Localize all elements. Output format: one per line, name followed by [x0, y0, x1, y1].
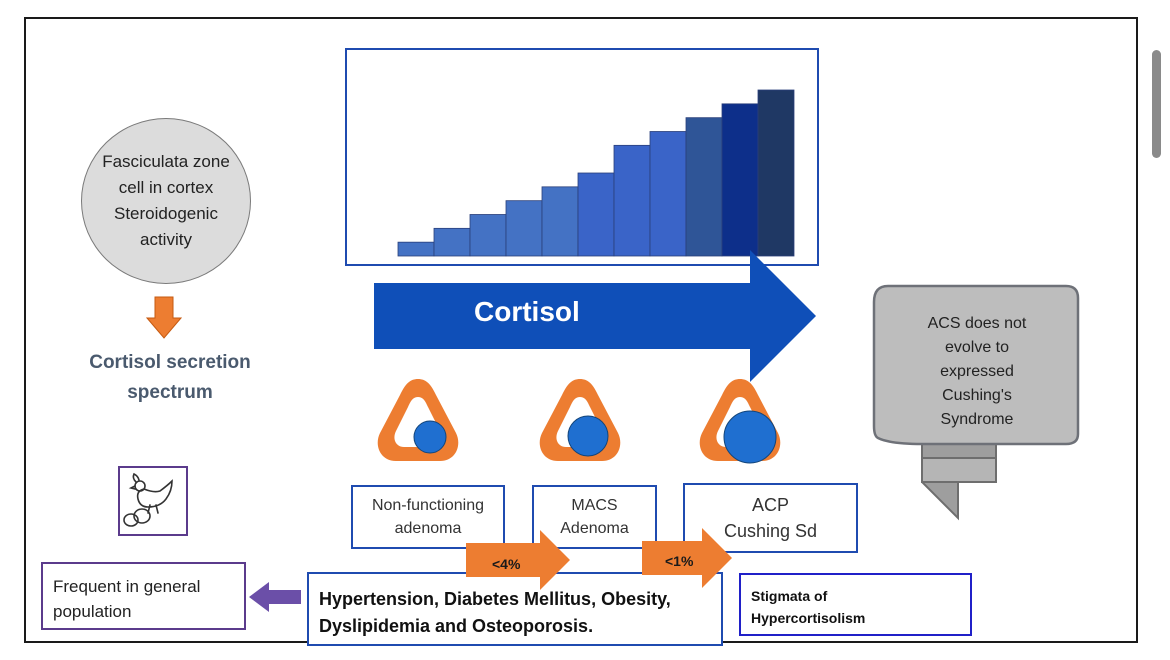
bar-11: [757, 89, 795, 257]
comorbidities-line: Hypertension, Diabetes Mellitus, Obesity…: [319, 589, 671, 609]
callout-shape: [872, 284, 1080, 521]
bar-10: [721, 103, 759, 257]
stage-label-line: ACP: [751, 495, 789, 515]
comorbidities-box: Hypertension, Diabetes Mellitus, Obesity…: [307, 572, 723, 646]
bar-2: [433, 227, 471, 257]
adrenal-adenoma-icon: [699, 379, 781, 464]
callout-line: ACS does not: [927, 315, 1027, 332]
left-arrow-icon: [249, 582, 301, 612]
bar-7: [613, 144, 651, 257]
fasciculata-cell-circle: Fasciculata zone cell in cortex Steroido…: [81, 118, 251, 284]
bar-9: [685, 117, 723, 257]
stigmata-line: Hypercortisolism: [751, 610, 866, 626]
bar-3: [469, 214, 507, 257]
cortisol-bar-chart: [345, 48, 819, 266]
spectrum-line: spectrum: [127, 382, 213, 403]
chicken-egg-icon-box: [118, 466, 188, 536]
stigmata-line: Stigmata of: [751, 588, 828, 604]
progression-arrow-icon: [642, 528, 732, 588]
cell-text-line: Fasciculata zone: [102, 152, 230, 171]
cell-text-line: Steroidogenic: [114, 204, 218, 223]
stage-box-macs: MACS Adenoma: [532, 485, 657, 549]
frequent-line: Frequent in general: [53, 577, 201, 596]
stage-box-nonfunctioning: Non-functioning adenoma: [351, 485, 505, 549]
spectrum-label: Cortisol secretion spectrum: [70, 348, 270, 408]
stage-label-line: Non-functioning: [371, 497, 485, 514]
cell-text-line: activity: [140, 230, 192, 249]
cortisol-arrow-label: Cortisol: [474, 296, 580, 327]
stage-label-line: MACS: [571, 497, 618, 514]
chart-svg: [397, 89, 795, 257]
cell-text-line: cell in cortex: [118, 178, 214, 197]
callout-line: evolve to: [944, 339, 1010, 356]
callout-line: Syndrome: [940, 411, 1014, 428]
stigmata-box: Stigmata of Hypercortisolism: [739, 573, 972, 636]
comorbidities-line: Dyslipidemia and Osteoporosis.: [319, 616, 594, 636]
callout-text: ACS does not evolve to expressed Cushing…: [890, 312, 1064, 432]
bar-6: [577, 172, 615, 257]
progression-label: <1%: [665, 553, 694, 569]
bar-5: [541, 186, 579, 257]
down-arrow-icon: [146, 296, 182, 339]
progression-label: <4%: [492, 556, 521, 572]
stage-label-line: Cushing Sd: [723, 521, 818, 541]
adrenal-adenoma-icon: [377, 379, 459, 461]
cortisol-arrow-icon: [374, 250, 816, 382]
spectrum-line: Cortisol secretion: [89, 352, 251, 373]
frequent-population-box: Frequent in general population: [41, 562, 246, 630]
bar-8: [649, 131, 687, 257]
scrollbar[interactable]: [1152, 50, 1161, 158]
callout-line: Cushing's: [942, 387, 1012, 404]
adrenal-adenoma-icon: [539, 379, 621, 461]
callout-line: expressed: [940, 363, 1014, 380]
stage-label-line: adenoma: [394, 520, 462, 537]
progression-arrow-icon: [466, 530, 570, 590]
frequent-line: population: [53, 602, 132, 621]
stage-label-line: Adenoma: [560, 520, 629, 537]
chicken-egg-icon: [123, 472, 173, 527]
